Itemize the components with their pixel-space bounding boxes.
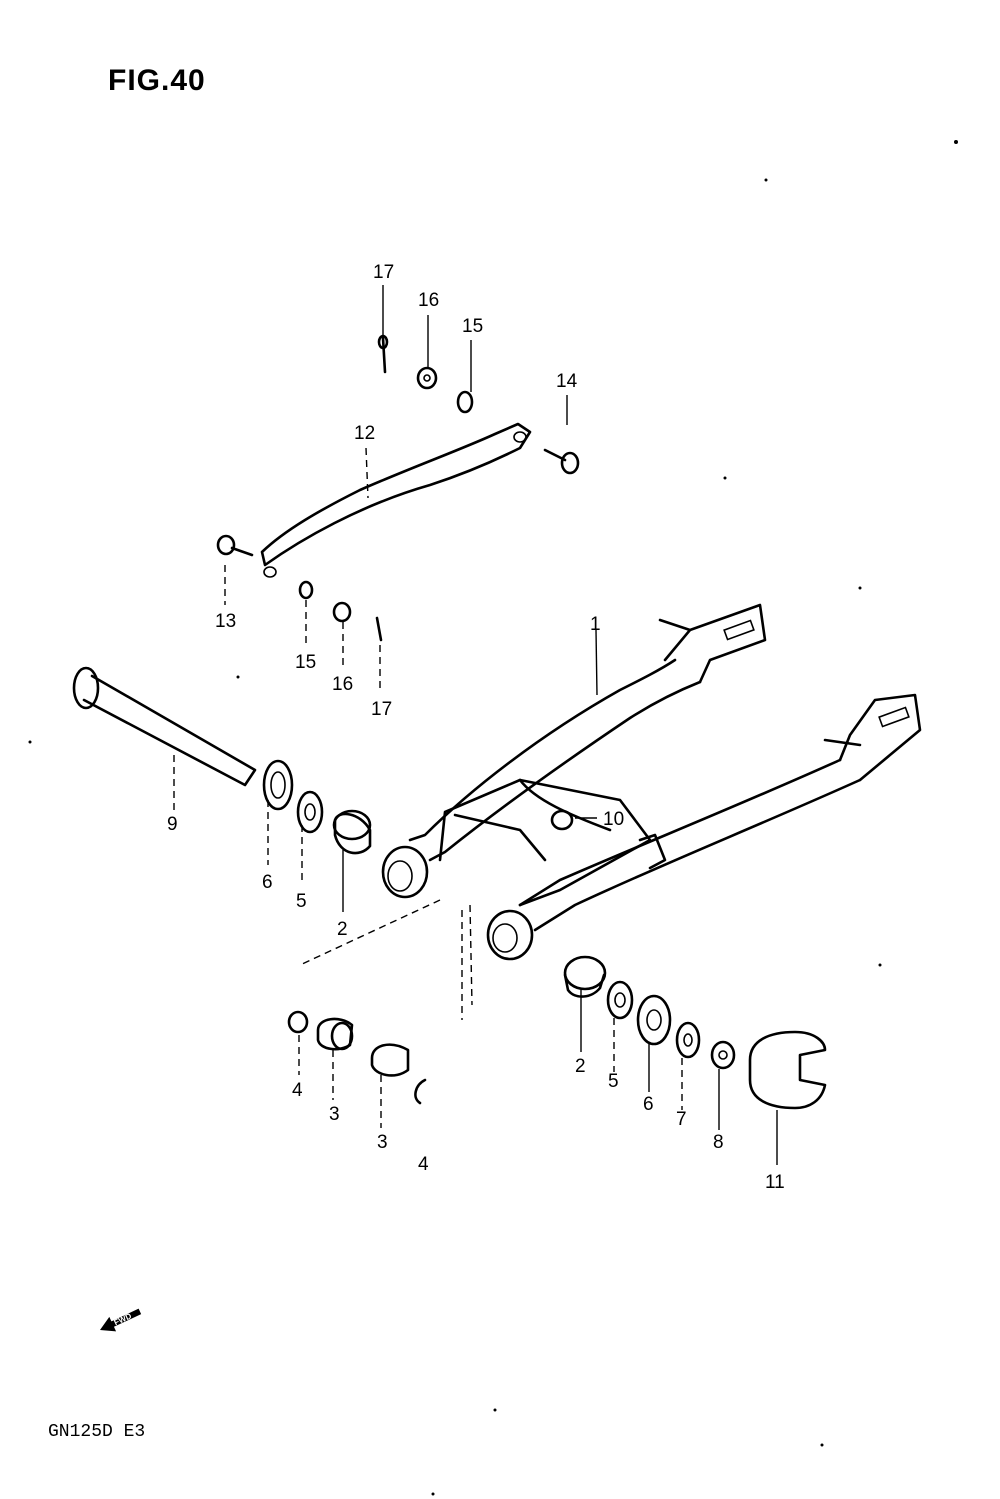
fwd-arrow-icon: FWD: [100, 1308, 142, 1332]
callout-2-right: 2: [575, 1056, 586, 1077]
torque-link: [260, 422, 532, 578]
callout-17-top: 17: [373, 262, 394, 283]
pivot-shaft: [72, 666, 257, 787]
callout-10: 10: [603, 809, 624, 830]
chain-buffer-11: [748, 1030, 827, 1110]
nut-8: [710, 1040, 736, 1070]
callout-8: 8: [713, 1132, 724, 1153]
nut-10: [550, 809, 574, 831]
callout-5-left: 5: [296, 891, 307, 912]
callout-7: 7: [676, 1109, 687, 1130]
bushing-2-right: [563, 955, 607, 998]
callout-2-left: 2: [337, 919, 348, 940]
callout-16-bottom: 16: [332, 674, 353, 695]
callout-6-right: 6: [643, 1094, 654, 1115]
washer-5-left: [296, 790, 324, 834]
callout-4-right: 4: [418, 1154, 429, 1175]
callout-15-bottom: 15: [295, 652, 316, 673]
bushing-2-left: [332, 809, 372, 855]
swingarm: [381, 603, 922, 961]
callout-labels: 17 16 15 14 12 13 15 16 17 1 9 6 5 2 10 …: [167, 262, 785, 1193]
callout-5-right: 5: [608, 1071, 619, 1092]
nut-16-top: [416, 366, 438, 390]
circlip-4-right: [414, 1078, 427, 1105]
callout-11: 11: [765, 1172, 785, 1193]
callout-4-left: 4: [292, 1080, 303, 1101]
model-code: GN125D E3: [48, 1422, 146, 1442]
bolt-13: [216, 534, 254, 557]
dust-seal-6-left: [262, 759, 294, 811]
callout-9: 9: [167, 814, 178, 835]
washer-7: [675, 1021, 701, 1059]
bushing-3-right: [370, 1043, 410, 1077]
cotter-pin-17-bottom: [375, 616, 383, 642]
washer-5-right: [606, 980, 634, 1020]
dust-seal-6-right: [636, 994, 672, 1046]
fwd-label: FWD: [113, 1311, 134, 1327]
callout-15-top: 15: [462, 316, 483, 337]
leader-lines: [173, 285, 778, 1165]
bolt-14: [543, 448, 580, 475]
callout-1: 1: [590, 614, 601, 635]
figure-title: FIG.40: [108, 64, 206, 97]
washer-15-bottom: [298, 580, 314, 600]
washer-15-top: [456, 390, 474, 414]
nut-16-bottom: [332, 601, 352, 623]
callout-12: 12: [354, 423, 375, 444]
callout-3-right: 3: [377, 1132, 388, 1153]
circlip-4-left: [287, 1010, 309, 1034]
callout-3-left: 3: [329, 1104, 340, 1125]
bushing-3-left: [316, 1017, 354, 1051]
scan-specks: [28, 140, 958, 1496]
callout-16-top: 16: [418, 290, 439, 311]
callout-14: 14: [556, 371, 578, 392]
callout-13: 13: [215, 611, 236, 632]
cotter-pin-17-top: [377, 334, 389, 374]
callout-6-left: 6: [262, 872, 273, 893]
callout-17-bottom: 17: [371, 699, 392, 720]
